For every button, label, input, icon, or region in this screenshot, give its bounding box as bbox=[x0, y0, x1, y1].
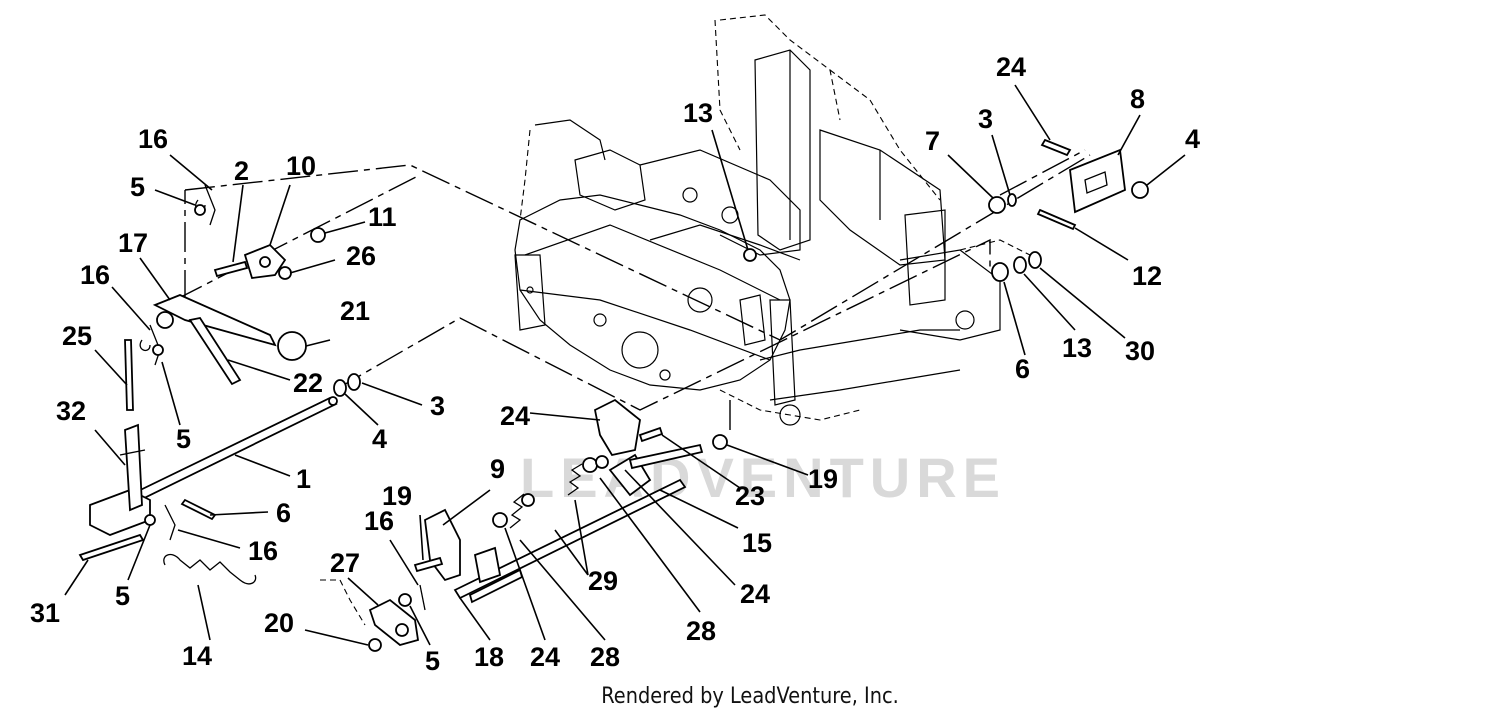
callout-label: 16 bbox=[248, 536, 278, 566]
right-parts bbox=[988, 138, 1149, 282]
callout-label: 8 bbox=[1130, 84, 1145, 114]
frame-assembly bbox=[514, 14, 1041, 426]
alignment-lines bbox=[174, 154, 1091, 430]
callout-label: 19 bbox=[382, 481, 412, 511]
callout-label: 3 bbox=[430, 391, 445, 421]
callout-label: 24 bbox=[996, 52, 1026, 82]
callout-label: 6 bbox=[1015, 354, 1030, 384]
callout-label: 2 bbox=[234, 156, 249, 186]
callout-label: 18 bbox=[474, 642, 504, 672]
callout-label: 4 bbox=[1185, 124, 1200, 154]
callout-label: 31 bbox=[30, 598, 60, 628]
callout-label: 24 bbox=[500, 401, 530, 431]
callout-label: 29 bbox=[588, 566, 618, 596]
callout-label: 11 bbox=[368, 202, 397, 232]
callout-label: 6 bbox=[276, 498, 291, 528]
callout-label: 22 bbox=[293, 368, 323, 398]
callout-label: 15 bbox=[742, 528, 772, 558]
callout-label: 23 bbox=[735, 481, 765, 511]
callout-label: 20 bbox=[264, 608, 294, 638]
callout-label: 27 bbox=[330, 548, 360, 578]
callout-label: 28 bbox=[590, 642, 620, 672]
callout-label: 21 bbox=[340, 296, 370, 326]
callout-label: 1 bbox=[296, 464, 311, 494]
leader-lines bbox=[64, 84, 1186, 646]
callout-label: 16 bbox=[80, 260, 110, 290]
callout-label: 7 bbox=[925, 126, 940, 156]
callout-label: 5 bbox=[130, 172, 145, 202]
callout-label: 13 bbox=[683, 98, 713, 128]
callout-label: 10 bbox=[286, 151, 316, 181]
callout-label: 5 bbox=[115, 581, 130, 611]
callout-label: 30 bbox=[1125, 336, 1155, 366]
callout-label: 25 bbox=[62, 321, 92, 351]
linkage-parts bbox=[78, 184, 426, 652]
callout-label: 28 bbox=[686, 616, 716, 646]
callout-label: 13 bbox=[1062, 333, 1092, 363]
callout-label: 5 bbox=[425, 646, 440, 676]
callout-numbers: 16 5 2 10 11 17 26 16 21 25 22 5 3 4 32 … bbox=[30, 52, 1200, 676]
callout-label: 24 bbox=[740, 579, 770, 609]
brake-assembly bbox=[413, 248, 757, 604]
callout-label: 26 bbox=[346, 241, 376, 271]
footer-credit: Rendered by LeadVenture, Inc. bbox=[601, 684, 899, 709]
callout-label: 16 bbox=[364, 506, 394, 536]
callout-label: 19 bbox=[808, 464, 838, 494]
callout-label: 4 bbox=[372, 424, 387, 454]
callout-label: 3 bbox=[978, 104, 993, 134]
callout-label: 24 bbox=[530, 642, 560, 672]
callout-label: 14 bbox=[182, 641, 212, 671]
callout-label: 9 bbox=[490, 454, 505, 484]
callout-label: 32 bbox=[56, 396, 86, 426]
callout-label: 16 bbox=[138, 124, 168, 154]
callout-label: 17 bbox=[118, 228, 148, 258]
callout-label: 12 bbox=[1132, 261, 1162, 291]
callout-label: 5 bbox=[176, 424, 191, 454]
